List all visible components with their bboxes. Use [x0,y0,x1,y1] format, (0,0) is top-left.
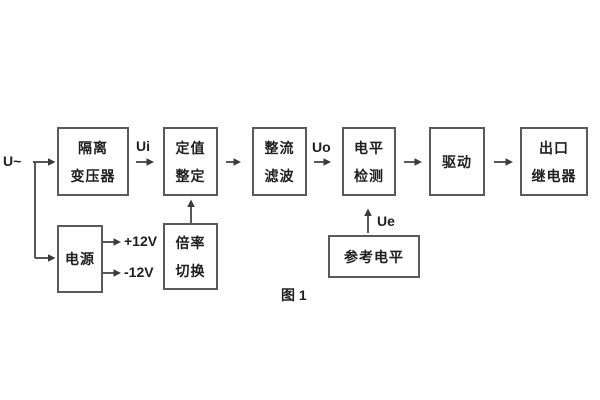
block-rectifier-filter: 整流 滤波 [252,127,307,196]
label-input-voltage: U~ [3,153,22,169]
label-ue: Ue [377,213,395,229]
arrow-ratio-to-setting [187,199,195,223]
block-rectifier-filter-line1: 整流 [264,139,295,156]
block-value-setting-line2: 整定 [175,167,206,184]
block-ratio-switching: 倍率 切换 [163,223,218,290]
block-power-supply-line1: 电源 [65,251,95,267]
block-value-setting: 定值 整定 [163,127,218,196]
block-reference-level: 参考电平 [328,235,420,278]
block-isolation-transformer-line2: 变压器 [70,167,116,184]
wire-input-branch [33,158,56,262]
block-ratio-switching-line1: 倍率 [175,234,206,251]
block-power-supply: 电源 [57,225,103,293]
arrow-rectifier-to-detector [314,158,331,166]
block-rectifier-filter-line2: 滤波 [264,167,295,184]
block-output-relay-line1: 出口 [539,139,569,156]
block-level-detection-line1: 电平 [354,139,384,156]
arrow-power-plus12v [103,238,121,246]
block-output-relay: 出口 继电器 [520,127,588,196]
figure-caption: 图 1 [281,287,307,303]
block-value-setting-line1: 定值 [175,139,206,156]
block-drive: 驱动 [429,127,485,196]
label-uo: Uo [312,139,331,155]
block-ratio-switching-line2: 切换 [175,262,206,279]
arrow-power-minus12v [103,269,121,277]
block-output-relay-line2: 继电器 [531,167,577,184]
label-minus-12v: -12V [124,264,154,280]
block-drive-line1: 驱动 [442,153,472,170]
label-ui: Ui [136,138,150,154]
arrow-reference-to-detector [364,208,372,233]
label-plus-12v: +12V [124,233,158,249]
arrow-detector-to-drive [404,158,422,166]
block-reference-level-line1: 参考电平 [344,248,404,265]
arrow-transformer-to-setting [136,158,154,166]
arrow-drive-to-relay [494,158,513,166]
block-isolation-transformer-line1: 隔离 [78,139,108,156]
block-level-detection-line2: 检测 [354,167,384,184]
arrow-setting-to-rectifier [226,158,241,166]
block-level-detection: 电平 检测 [342,127,396,196]
block-isolation-transformer: 隔离 变压器 [57,127,129,196]
